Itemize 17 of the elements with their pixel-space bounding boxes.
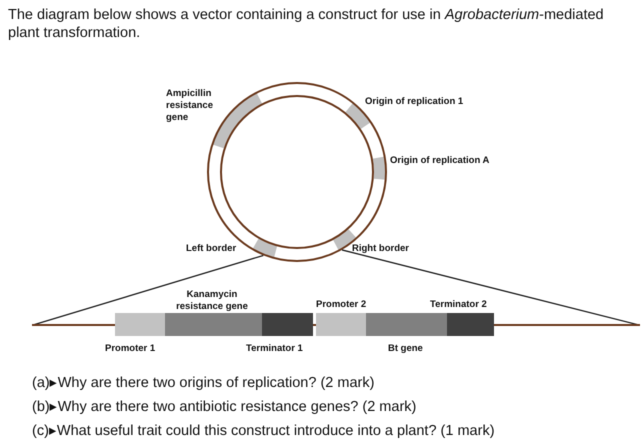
segment-label: Promoter 2 — [316, 299, 366, 311]
segment-label: Bt gene — [388, 343, 423, 355]
heading: The diagram below shows a vector containing a construct for use in Agrobacterium-mediated plant transformation. — [8, 6, 605, 42]
ring-label: Ampicillin resistance gene — [166, 88, 214, 124]
segment-label: Terminator 2 — [430, 299, 487, 311]
ring-label: Right border — [352, 243, 409, 255]
ring-label: Origin of replication 1 — [365, 96, 464, 108]
ring-label: Left border — [186, 243, 236, 255]
segment-label: Terminator 1 — [246, 343, 303, 355]
expansion-line — [32, 254, 264, 326]
segment-label: Kanamycin resistance gene — [175, 289, 249, 313]
segment-label: Promoter 1 — [105, 343, 156, 355]
question-text: (a)▸Why are there two origins of replication? (2 mark) — [32, 374, 374, 391]
ring-label: Origin of replication A — [390, 155, 490, 167]
expansion-line — [342, 249, 640, 326]
question-text: (b)▸Why are there two antibiotic resistance genes? (2 mark) — [32, 398, 416, 415]
question-text: (c)▸What useful trait could this construct introduce into a plant? (1 mark) — [32, 422, 495, 439]
